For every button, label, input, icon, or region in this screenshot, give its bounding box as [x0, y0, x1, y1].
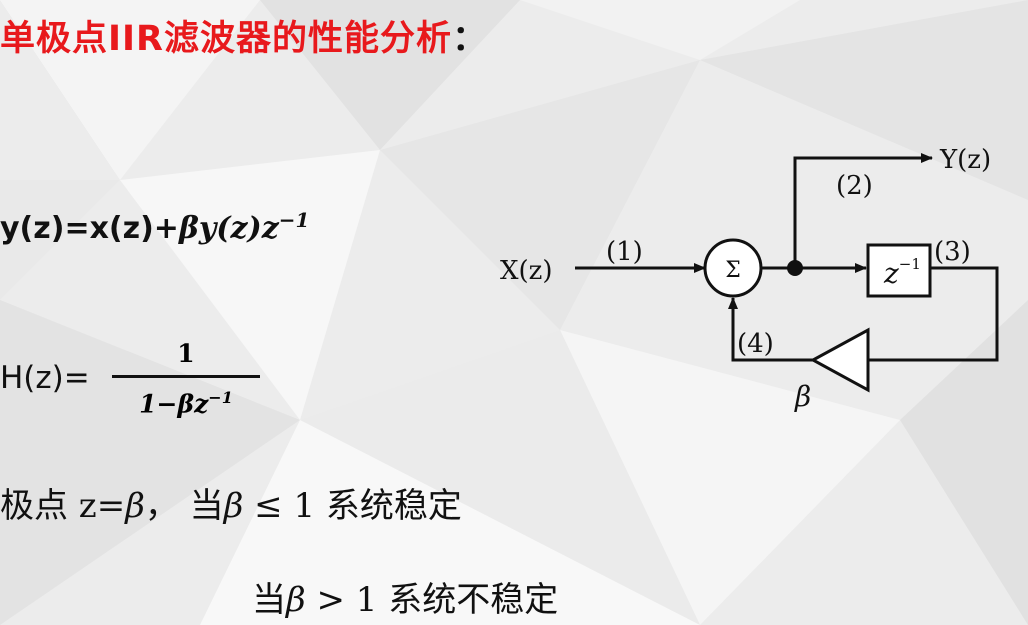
unstable-beta: β — [286, 580, 306, 620]
gain-label: β — [794, 380, 811, 413]
node-label-2: (2) — [836, 171, 873, 201]
fraction-numerator: 1 — [177, 339, 195, 368]
transfer-function-fraction: 1 1−βz−1 — [112, 337, 260, 422]
pole-separator: ， 当 — [144, 486, 224, 526]
output-label: Y(z) — [939, 145, 991, 175]
denominator-text: 1−βz — [139, 389, 209, 419]
node-label-1: (1) — [606, 237, 643, 267]
unstable-line: 当β > 1 系统不稳定 — [252, 572, 558, 621]
node-label-3: (3) — [934, 237, 971, 267]
pole-label: 极点 z= — [0, 486, 126, 526]
delay-exponent: −1 — [899, 255, 921, 273]
unstable-condition: > 1 系统不稳定 — [305, 580, 559, 620]
stable-beta: β — [223, 486, 244, 526]
gain-triangle — [809, 327, 870, 393]
difference-lhs: y(z)=x(z)+ — [0, 211, 179, 246]
stable-condition: ≤ 1 系统稳定 — [243, 486, 462, 526]
feedback-right-line — [868, 266, 999, 362]
delay-z: z — [883, 257, 899, 290]
pole-stability-line: 极点 z=β， 当β ≤ 1 系统稳定 — [0, 478, 462, 527]
title-text: 单极点IIR滤波器的性能分析 — [0, 19, 452, 59]
delay-label: z−1 — [883, 255, 921, 290]
node-label-4: (4) — [737, 329, 774, 359]
title-colon: ： — [452, 19, 489, 59]
feedback-return-line — [728, 297, 813, 362]
fraction-denominator: 1−βz−1 — [112, 380, 260, 422]
output-branch-line — [793, 153, 933, 268]
fraction-bar — [112, 375, 260, 378]
difference-equation: y(z)=x(z)+βy(z)z−1 — [0, 208, 309, 246]
delay-block — [866, 243, 932, 298]
difference-rhs: βy(z)z — [178, 211, 279, 246]
junction-dot — [787, 260, 803, 276]
transfer-function-lhs: H(z)= — [0, 360, 90, 396]
pole-beta: β — [125, 486, 145, 526]
input-label: X(z) — [500, 256, 553, 286]
denominator-exponent: −1 — [208, 388, 233, 407]
page-title: 单极点IIR滤波器的性能分析： — [0, 10, 488, 61]
difference-exponent: −1 — [278, 208, 310, 232]
unstable-prefix: 当 — [252, 580, 286, 620]
summer-symbol: Σ — [725, 258, 741, 283]
